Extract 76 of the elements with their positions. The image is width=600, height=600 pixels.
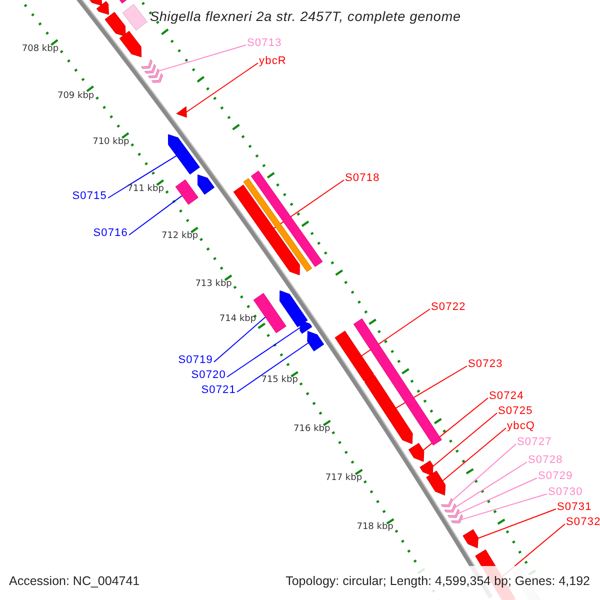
gene-block bbox=[96, 1, 109, 15]
leader-line bbox=[128, 195, 183, 236]
gene-block bbox=[250, 170, 323, 268]
gene-block bbox=[243, 178, 312, 272]
gene-label: S0719 bbox=[178, 354, 213, 366]
gene-block bbox=[175, 179, 198, 205]
tick-label: 716 kbp bbox=[294, 424, 330, 435]
gene-label: S0728 bbox=[528, 454, 563, 466]
gene-label: S0722 bbox=[431, 300, 466, 314]
gene-block bbox=[408, 442, 424, 462]
gene-label: S0721 bbox=[201, 384, 236, 396]
gene-label: S0732 bbox=[566, 516, 600, 528]
gene-block bbox=[122, 4, 148, 31]
gene-block bbox=[448, 508, 460, 518]
gene-block bbox=[444, 503, 456, 512]
gene-block bbox=[300, 320, 312, 334]
gene-block bbox=[364, 374, 413, 444]
leader-line bbox=[158, 44, 246, 72]
leader-line bbox=[432, 412, 498, 467]
leader-line bbox=[236, 342, 309, 392]
gene-label: S0727 bbox=[517, 436, 552, 448]
leader-line bbox=[442, 428, 506, 482]
leader-line bbox=[186, 62, 258, 113]
gene-block bbox=[426, 470, 446, 496]
tick-label: 711 kbp bbox=[127, 184, 164, 196]
leader-line bbox=[361, 308, 430, 356]
leader-line bbox=[460, 494, 548, 520]
gene-block bbox=[176, 106, 187, 118]
gene-label: S0731 bbox=[557, 500, 592, 514]
gene-block bbox=[451, 514, 463, 524]
gene-block bbox=[307, 330, 324, 352]
footer-text: Topology: circular; Length: 4,599,354 bp; Genes: 4,192 bbox=[286, 574, 590, 589]
gene-block bbox=[420, 460, 434, 476]
gene-block bbox=[280, 290, 308, 328]
gene-label: S0716 bbox=[93, 226, 128, 240]
gene-label: S0724 bbox=[489, 390, 524, 402]
leader-line bbox=[273, 180, 344, 229]
gene-label: S0729 bbox=[538, 470, 573, 482]
gene-label: ybcR bbox=[259, 54, 286, 68]
gene-label: ybcQ bbox=[507, 420, 536, 432]
leader-line bbox=[458, 478, 538, 514]
gene-label: S0713 bbox=[247, 36, 282, 50]
tick-label: 708 kbp bbox=[22, 44, 59, 56]
gene-label: S0718 bbox=[345, 172, 380, 184]
gene-label: S0730 bbox=[548, 486, 583, 498]
tick-label: 713 kbp bbox=[195, 279, 232, 290]
footer-text: Accession: NC_004741 bbox=[9, 574, 140, 589]
tick-label: 709 kbp bbox=[57, 90, 94, 102]
leader-line bbox=[478, 508, 556, 539]
gene-block bbox=[462, 529, 478, 548]
gene-block bbox=[140, 59, 164, 83]
tick-label: 717 kbp bbox=[325, 472, 362, 484]
gene-block bbox=[168, 134, 200, 175]
gene-block bbox=[104, 12, 126, 37]
leader-line bbox=[214, 316, 266, 362]
leader-line bbox=[454, 462, 528, 508]
tick-label: 714 kbp bbox=[219, 314, 256, 325]
gene-block bbox=[440, 498, 453, 508]
leader-line bbox=[226, 327, 301, 378]
diagram-title: Shigella flexneri 2a str. 2457T, complete genome bbox=[150, 9, 461, 24]
gene-block bbox=[197, 174, 215, 195]
gene-label: S0720 bbox=[191, 368, 226, 382]
leader-line bbox=[395, 366, 468, 409]
gene-label: S0725 bbox=[498, 404, 533, 418]
leader-line bbox=[108, 155, 177, 198]
tick-label: 710 kbp bbox=[92, 137, 130, 148]
gene-label: S0715 bbox=[72, 190, 107, 202]
tick-label: 715 kbp bbox=[261, 375, 298, 386]
tick-label: 712 kbp bbox=[161, 231, 198, 242]
leader-line bbox=[452, 444, 516, 501]
gene-label: S0723 bbox=[468, 358, 503, 370]
tick-label: 718 kbp bbox=[356, 522, 394, 533]
gene-block bbox=[353, 318, 442, 446]
gene-block bbox=[233, 184, 300, 276]
gene-block bbox=[119, 30, 142, 58]
leader-line bbox=[422, 398, 488, 451]
